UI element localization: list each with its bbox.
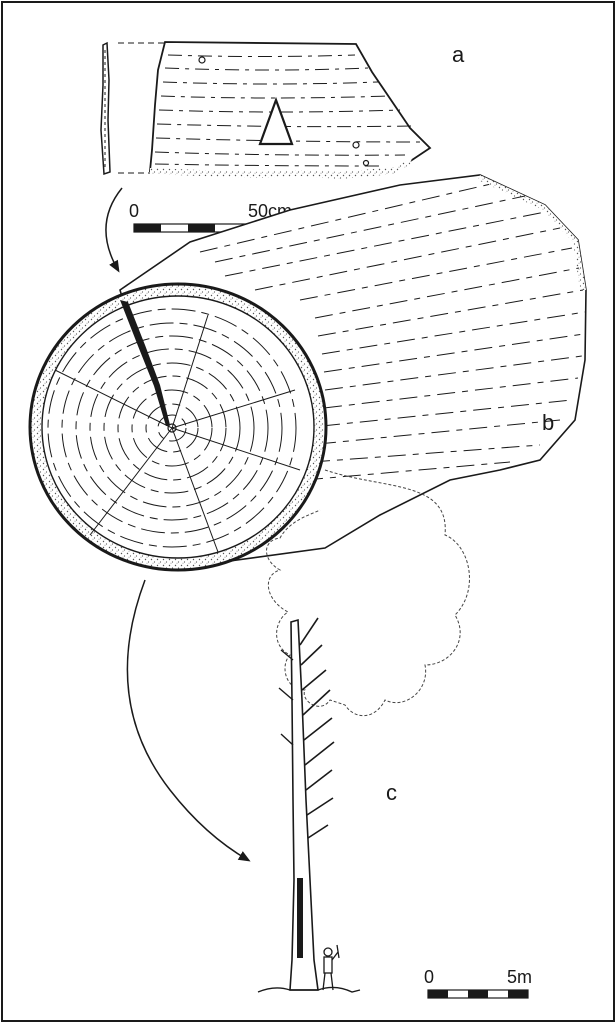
scale-bar-lower-max: 5m (507, 967, 532, 987)
plank-zone (297, 878, 303, 958)
scale-bar-lower-min: 0 (424, 967, 434, 987)
panel-label-c: c (386, 780, 397, 805)
log-end-face (42, 296, 314, 558)
panel-label-a: a (452, 42, 465, 67)
panel-label-b: b (542, 410, 554, 435)
scale-bar-upper-min: 0 (129, 201, 139, 221)
